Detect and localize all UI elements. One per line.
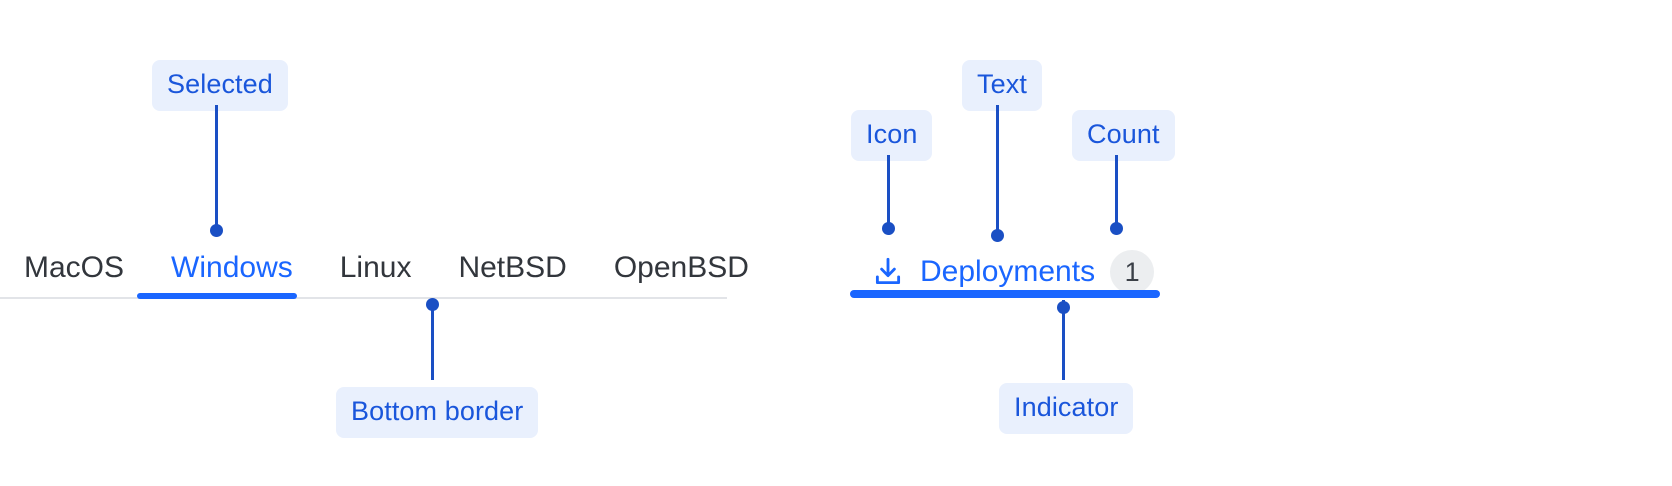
leader-line-bottom-border <box>431 305 434 380</box>
tab-deployments-label: Deployments <box>920 255 1096 288</box>
tab-netbsd-label: NetBSD <box>458 251 567 284</box>
tab-linux[interactable]: Linux <box>340 253 412 309</box>
leader-dot-bottom-border <box>426 298 439 311</box>
leader-line-count <box>1115 155 1118 231</box>
leader-dot-selected <box>210 224 223 237</box>
callout-text: Text <box>962 60 1042 111</box>
callout-count: Count <box>1072 110 1175 161</box>
leader-line-selected <box>215 105 218 233</box>
leader-dot-indicator <box>1057 301 1070 314</box>
tab-openbsd[interactable]: OpenBSD <box>614 253 749 309</box>
callout-icon: Icon <box>851 110 933 161</box>
tab-windows[interactable]: Windows <box>171 253 293 309</box>
tab-openbsd-label: OpenBSD <box>613 251 749 284</box>
callout-bottom-border: Bottom border <box>336 387 539 438</box>
tab-netbsd[interactable]: NetBSD <box>458 253 566 309</box>
download-icon <box>871 255 905 289</box>
leader-line-icon <box>887 155 890 231</box>
tab-macos-label: MacOS <box>24 251 125 284</box>
tabbar-bottom-border <box>0 297 727 299</box>
tab-deployments-count-badge: 1 <box>1110 250 1155 294</box>
callout-selected: Selected <box>152 60 288 111</box>
leader-dot-text <box>991 229 1004 242</box>
tab-macos[interactable]: MacOS <box>24 253 124 309</box>
tab-deployments[interactable]: Deployments 1 <box>871 250 1155 294</box>
leader-dot-count <box>1110 222 1123 235</box>
leader-line-indicator <box>1062 300 1065 380</box>
tab-windows-label: Windows <box>171 251 293 284</box>
leader-line-text <box>996 105 999 231</box>
callout-indicator: Indicator <box>999 383 1134 434</box>
tab-selected-indicator <box>137 293 297 299</box>
tab-bar: MacOS Windows Linux NetBSD OpenBSD <box>24 253 749 309</box>
tab-deployments-indicator <box>850 290 1160 298</box>
tab-linux-label: Linux <box>339 251 412 284</box>
leader-dot-icon <box>882 222 895 235</box>
